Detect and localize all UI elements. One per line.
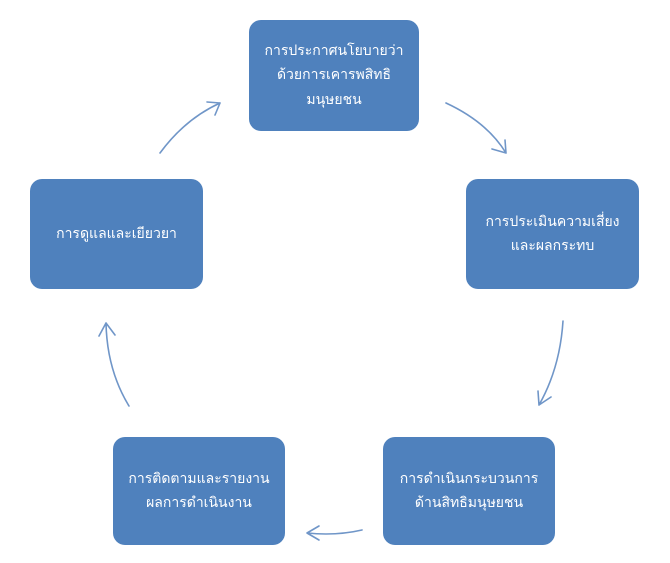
node-text-line: มนุษยชน	[306, 91, 362, 108]
node-human-rights-process: การดำเนินกระบวนการ ด้านสิทธิมนุษยชน	[383, 437, 555, 545]
node-text-line: ด้วยการเคารพสิทธิ	[276, 67, 392, 84]
arrow-declare-to-assess	[445, 102, 507, 154]
node-text-line: การติดตามและรายงาน	[128, 470, 270, 487]
node-remedy-care: การดูแลและเยียวยา	[30, 179, 203, 289]
arrow-remedy-to-declare	[159, 101, 221, 154]
node-text-line: ด้านสิทธิมนุษยชน	[414, 495, 524, 511]
node-text-line: และผลกระทบ	[510, 238, 595, 254]
node-text-line: ผลการดำเนินงาน	[146, 495, 252, 511]
arrow-operate-to-monitor	[306, 525, 363, 541]
node-text-line: การประกาศนโยบายว่า	[264, 42, 404, 59]
node-text-line: การดำเนินกระบวนการ	[399, 470, 539, 487]
node-policy-declaration: การประกาศนโยบายว่า ด้วยการเคารพสิทธิ มนุ…	[249, 20, 419, 131]
node-text-line: การประเมินความเสี่ยง	[485, 213, 620, 230]
arrow-assess-to-operate	[537, 320, 564, 406]
node-monitoring-reporting: การติดตามและรายงาน ผลการดำเนินงาน	[113, 437, 285, 545]
arrow-monitor-to-remedy	[98, 322, 130, 407]
node-risk-assessment: การประเมินความเสี่ยง และผลกระทบ	[466, 179, 639, 289]
node-text-line: การดูแลและเยียวยา	[56, 225, 177, 242]
